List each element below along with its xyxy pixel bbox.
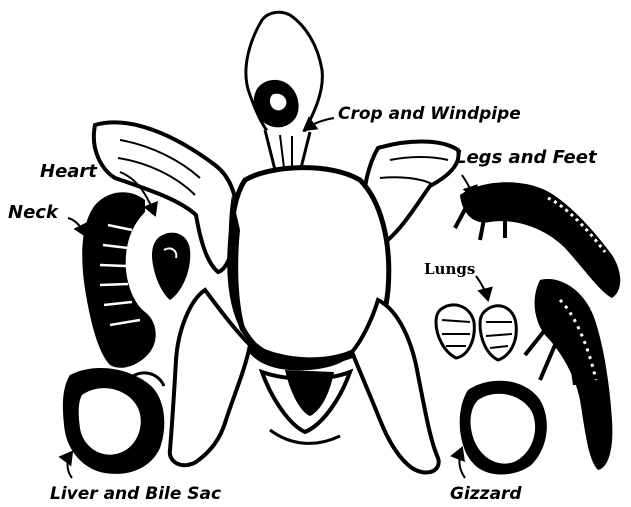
neck-label: Neck (8, 204, 58, 222)
crop-windpipe-label: Crop and Windpipe (338, 106, 521, 123)
heart-drawing (152, 233, 190, 300)
liver-drawing (63, 368, 164, 474)
gizzard-drawing (460, 381, 547, 475)
neck-drawing (82, 192, 155, 368)
lungs-label: Lungs (424, 262, 475, 277)
gizzard-label: Gizzard (450, 486, 522, 503)
crop-windpipe-drawing (246, 12, 322, 172)
liver-bile-sac-label: Liver and Bile Sac (50, 486, 221, 503)
lungs-drawing (436, 305, 516, 360)
legs-feet-label: Legs and Feet (455, 149, 597, 167)
heart-label: Heart (40, 163, 97, 181)
